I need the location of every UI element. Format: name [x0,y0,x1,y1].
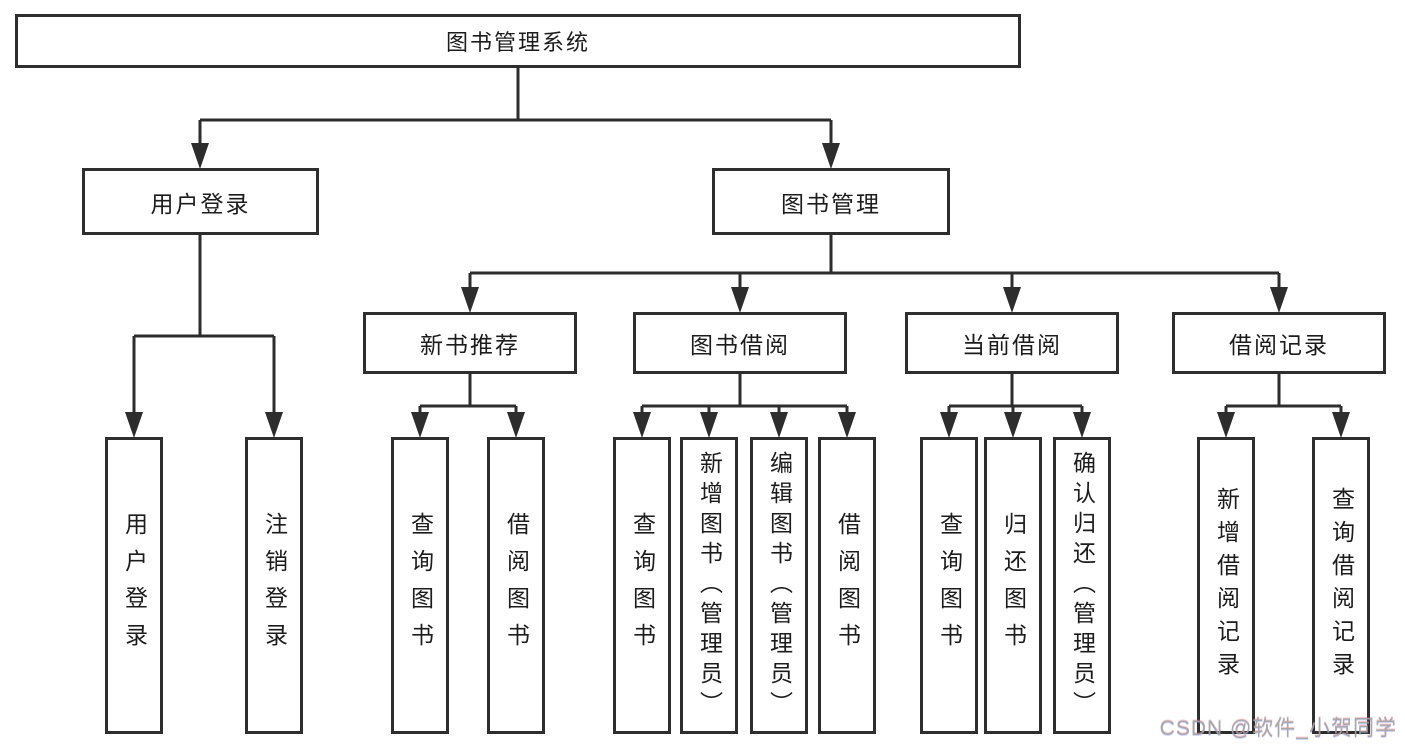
leaf-query-books-borrowing-label: 查询图书 [629,511,656,660]
leaf-confirm-return-admin: 确认归还（管理员） [1053,437,1111,734]
leaf-query-books-recommend: 查询图书 [391,437,449,734]
node-user-login: 用户登录 [82,168,319,235]
node-book-borrowing-label: 图书借阅 [690,332,790,358]
leaf-add-book-admin-label: 新增图书（管理员） [696,450,723,721]
leaf-query-books-recommend-label: 查询图书 [407,511,434,660]
node-book-borrowing: 图书借阅 [633,312,847,374]
leaf-borrow-books-borrowing-label: 借阅图书 [834,511,861,660]
node-user-login-label: 用户登录 [150,190,251,217]
leaf-add-borrow-record-label: 新增借阅记录 [1213,486,1240,685]
leaf-user-login-label: 用户登录 [121,511,148,660]
arrowheads [125,143,1350,438]
node-current-borrowing-label: 当前借阅 [962,332,1062,358]
leaf-return-book: 归还图书 [984,437,1042,734]
leaf-query-borrow-record: 查询借阅记录 [1312,437,1370,734]
leaf-borrow-books-borrowing: 借阅图书 [818,437,876,734]
leaf-borrow-books-recommend: 借阅图书 [487,437,545,734]
leaf-query-books-borrowing: 查询图书 [613,437,671,734]
leaf-add-book-admin: 新增图书（管理员） [680,437,738,734]
node-new-book-recommend-label: 新书推荐 [420,332,520,358]
node-book-management-label: 图书管理 [781,190,881,217]
node-current-borrowing: 当前借阅 [905,312,1119,374]
node-borrow-records: 借阅记录 [1172,312,1386,374]
leaf-edit-book-admin: 编辑图书（管理员） [750,437,808,734]
leaf-edit-book-admin-label: 编辑图书（管理员） [766,450,793,721]
node-book-management: 图书管理 [712,168,950,235]
watermark-text: CSDN @软件_小贺同学 [1159,717,1397,740]
leaf-confirm-return-admin-label: 确认归还（管理员） [1069,450,1096,721]
leaf-borrow-books-recommend-label: 借阅图书 [503,511,530,660]
leaf-add-borrow-record: 新增借阅记录 [1197,437,1255,734]
leaf-query-books-current-label: 查询图书 [936,511,963,660]
leaf-logout: 注销登录 [245,437,303,734]
leaf-user-login: 用户登录 [105,437,163,734]
node-root: 图书管理系统 [15,14,1021,68]
leaf-return-book-label: 归还图书 [1000,511,1027,660]
node-borrow-records-label: 借阅记录 [1229,332,1329,358]
leaf-query-borrow-record-label: 查询借阅记录 [1328,486,1355,685]
node-new-book-recommend: 新书推荐 [363,312,577,374]
leaf-query-books-current: 查询图书 [920,437,978,734]
node-root-label: 图书管理系统 [445,30,590,55]
leaf-logout-label: 注销登录 [261,511,288,660]
